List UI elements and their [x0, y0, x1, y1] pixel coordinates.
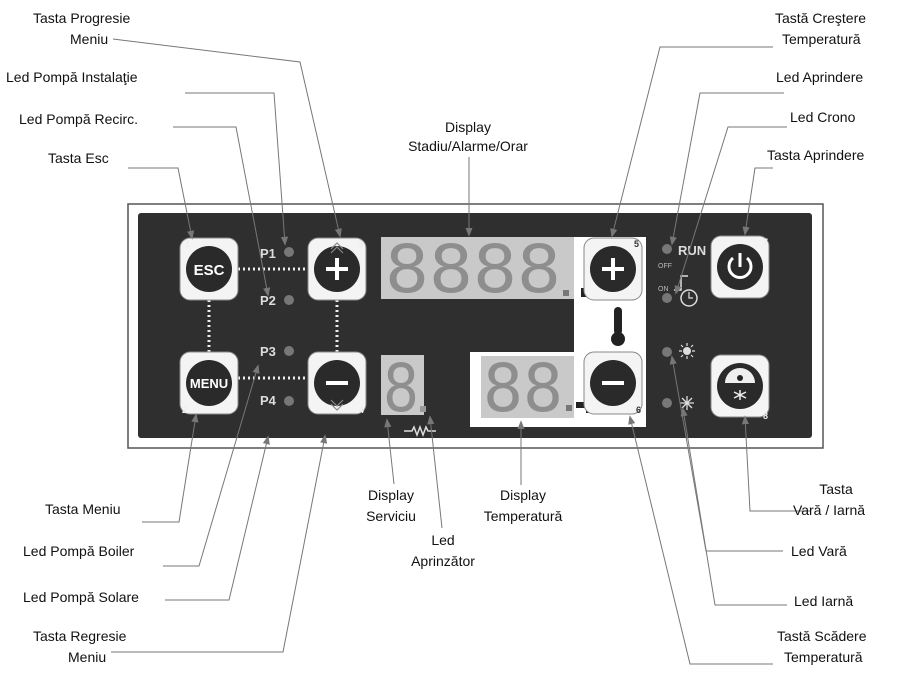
plus-icon	[602, 258, 624, 280]
label-regresie-1: Tasta Regresie	[33, 628, 127, 644]
svg-text:6: 6	[636, 405, 641, 415]
label-aprinzator-1: Led	[431, 532, 454, 548]
svg-text:P4: P4	[260, 393, 277, 408]
clock-icon	[680, 289, 698, 307]
led-p4: P4	[260, 393, 294, 408]
label-aprindere-tasta: Tasta Aprindere	[767, 147, 864, 163]
label-aprinzator-2: Aprinzător	[411, 553, 475, 569]
thermometer-icon	[611, 307, 625, 346]
label-pompa-boiler: Led Pompă Boiler	[23, 543, 135, 559]
label-vara-iarna-2: Vară / Iarnă	[793, 502, 865, 518]
power-icon	[727, 256, 753, 279]
chevron-up-icon	[330, 242, 344, 254]
label-esc: Tasta Esc	[48, 150, 109, 166]
svg-text:7: 7	[763, 237, 768, 247]
main-display: 8888	[381, 231, 574, 308]
label-vara-iarna-1: Tasta	[819, 481, 853, 497]
svg-text:ESC: ESC	[194, 262, 225, 279]
summer-winter-button[interactable]: 8	[710, 354, 770, 421]
label-pompa-instalatie: Led Pompă Instalaţie	[6, 69, 138, 85]
label-display-stadiu-2: Stadiu/Alarme/Orar	[408, 138, 528, 154]
sun-icon	[679, 343, 695, 359]
led-p1: P1	[260, 246, 294, 261]
svg-text:1: 1	[185, 239, 190, 249]
label-serviciu-2: Serviciu	[366, 508, 416, 524]
label-scadere-2: Temperatură	[784, 649, 863, 665]
label-scadere-1: Tastă Scădere	[777, 628, 867, 644]
svg-text:8: 8	[383, 350, 419, 427]
esc-button[interactable]: ESC 1	[179, 237, 239, 301]
menu-button[interactable]: MENU 2	[179, 351, 239, 415]
label-progresie-2: Meniu	[70, 31, 108, 47]
label-led-iarna: Led Iarnă	[794, 593, 853, 609]
label-serviciu-1: Display	[368, 487, 414, 503]
label-pompa-recirc: Led Pompă Recirc.	[19, 111, 138, 127]
svg-text:RUN: RUN	[678, 243, 706, 258]
snowflake-icon	[733, 390, 747, 400]
label-led-vara: Led Vară	[791, 543, 847, 559]
svg-text:2: 2	[182, 405, 187, 415]
label-temperatura-1: Display	[500, 487, 546, 503]
on-label: ON	[658, 286, 669, 293]
dotted-connectors	[207, 267, 339, 380]
label-regresie-2: Meniu	[68, 649, 106, 665]
label-aprindere-led: Led Aprindere	[776, 69, 863, 85]
leader-lines	[111, 38, 811, 665]
minus-button-right[interactable]: 6	[583, 351, 643, 415]
led-crono	[662, 293, 672, 303]
svg-text:5: 5	[634, 239, 639, 249]
label-progresie-1: Tasta Progresie	[33, 10, 130, 26]
led-summer	[662, 347, 672, 357]
label-meniu: Tasta Meniu	[45, 501, 120, 517]
svg-text:88: 88	[483, 350, 563, 427]
callout-labels: Tasta Progresie Meniu Led Pompă Instalaţ…	[6, 10, 867, 665]
temperature-display: 88	[481, 350, 574, 427]
igniter-icon	[404, 424, 436, 438]
off-label: OFF	[658, 263, 672, 270]
label-crestere-2: Temperatură	[782, 31, 861, 47]
led-p3: P3	[260, 344, 294, 359]
snowflake-icon	[680, 396, 694, 410]
svg-text:3: 3	[358, 239, 363, 249]
svg-text:8: 8	[763, 411, 768, 421]
label-pompa-solare: Led Pompă Solare	[23, 589, 139, 605]
label-display-stadiu-1: Display	[445, 119, 491, 135]
plus-button-left[interactable]: 3	[307, 237, 367, 301]
plus-icon	[326, 258, 348, 280]
label-crono: Led Crono	[790, 109, 856, 125]
minus-button-left[interactable]: 4	[307, 351, 367, 415]
chevron-down-icon	[330, 399, 344, 411]
svg-text:MENU: MENU	[190, 376, 228, 391]
label-crestere-1: Tastă Creştere	[775, 10, 866, 26]
label-temperatura-2: Temperatură	[484, 508, 563, 524]
power-button[interactable]: 7	[710, 235, 770, 299]
svg-text:4: 4	[359, 405, 364, 415]
svg-text:P3: P3	[260, 344, 276, 359]
plus-button-right[interactable]: 5	[583, 237, 643, 301]
service-display: 8	[381, 350, 426, 427]
led-winter	[662, 398, 672, 408]
svg-text:P2: P2	[260, 293, 276, 308]
svg-text:P1: P1	[260, 246, 276, 261]
svg-text:8888: 8888	[385, 231, 561, 308]
led-run: RUN	[662, 243, 706, 258]
